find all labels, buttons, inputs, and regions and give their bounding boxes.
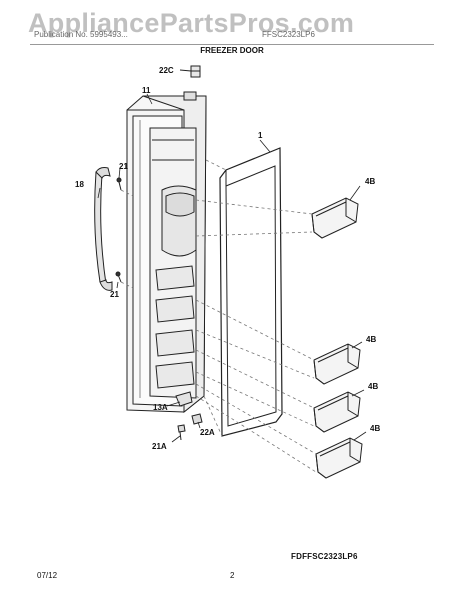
catalog-code: FDFFSC2323LP6	[291, 552, 358, 561]
callout-4b-1: 4B	[365, 177, 376, 186]
page-title: FREEZER DOOR	[200, 46, 264, 55]
model-number: FFSC2323LP6	[262, 30, 315, 39]
leader-lines	[97, 93, 367, 443]
callout-18: 18	[75, 180, 84, 189]
callout-21-bottom: 21	[110, 290, 119, 299]
door-bin-3	[313, 391, 361, 433]
door-handle-part	[94, 167, 113, 291]
callout-4b-4: 4B	[370, 424, 381, 433]
door-bin-1	[311, 197, 359, 239]
handle-screw-bottom	[115, 271, 122, 283]
callout-4b-2: 4B	[366, 335, 377, 344]
callout-11: 11	[142, 86, 151, 95]
callout-4b-3: 4B	[368, 382, 379, 391]
footer-date: 07/12	[37, 571, 58, 580]
door-gasket-part	[219, 147, 283, 437]
watermark: AppliancePartsPros.com	[28, 8, 355, 38]
callout-1: 1	[258, 131, 263, 140]
callout-21a: 21A	[152, 442, 167, 451]
callout-21-top: 21	[119, 162, 128, 171]
door-bin-2	[313, 343, 361, 385]
footer-page-number: 2	[230, 571, 235, 580]
handle-screw-top	[116, 177, 122, 191]
header-divider	[30, 44, 434, 45]
door-bin-4	[315, 437, 363, 479]
assembly-lines	[120, 159, 317, 473]
publication-number: Publication No. 5995493...	[34, 30, 128, 39]
callout-22a: 22A	[200, 428, 215, 437]
freezer-door-panel	[126, 91, 207, 414]
lower-hinge-parts	[175, 391, 203, 441]
callout-22c: 22C	[159, 66, 174, 75]
callout-13a: 13A	[153, 403, 168, 412]
hinge-bushing-part	[179, 65, 201, 78]
